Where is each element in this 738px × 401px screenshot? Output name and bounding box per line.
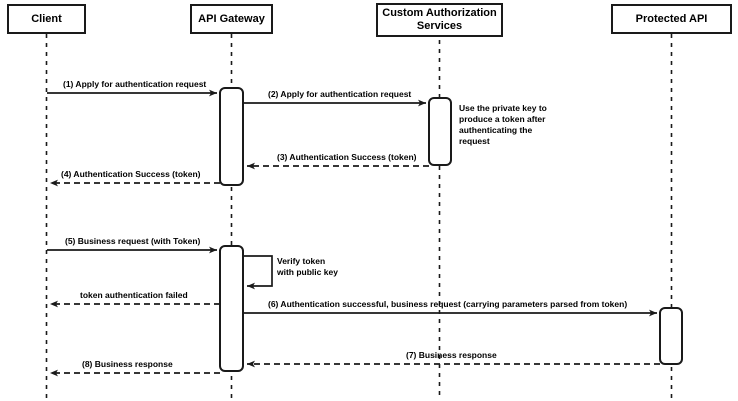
message-label-6: (6) Authentication successful, business …	[268, 299, 628, 309]
message-label-self-verify-token: Verify token with public key	[277, 256, 338, 278]
participant-box-custom-authorization-services	[376, 3, 503, 37]
participant-box-client	[7, 4, 86, 34]
message-label-2: (2) Apply for authentication request	[268, 89, 412, 99]
activation-bar-custom-auth	[428, 97, 452, 166]
message-label-3: (3) Authentication Success (token)	[277, 152, 417, 162]
message-arrow-self-verify-token	[243, 255, 273, 290]
activation-bar-api-gateway-auth	[219, 87, 244, 186]
message-label-7: (7) Business response	[406, 350, 497, 360]
message-label-token-auth-failed: token authentication failed	[80, 290, 188, 300]
messages-group	[47, 89, 660, 377]
self-label-line-2: with public key	[277, 267, 338, 277]
self-label-line-1: Verify token	[277, 256, 326, 266]
participant-box-api-gateway	[190, 4, 273, 34]
message-label-5: (5) Business request (with Token)	[65, 236, 201, 246]
activation-bar-api-gateway-business	[219, 245, 244, 372]
lifelines-group	[45, 34, 673, 399]
participant-boxes-group	[7, 3, 732, 37]
note-private-key: Use the private key to produce a token a…	[459, 103, 547, 146]
participant-box-protected-api	[611, 4, 732, 34]
message-label-8: (8) Business response	[82, 359, 173, 369]
message-label-4: (4) Authentication Success (token)	[61, 169, 201, 179]
activation-bar-protected-api	[659, 307, 683, 365]
activation-bars-group	[219, 87, 683, 372]
message-label-1: (1) Apply for authentication request	[63, 79, 207, 89]
